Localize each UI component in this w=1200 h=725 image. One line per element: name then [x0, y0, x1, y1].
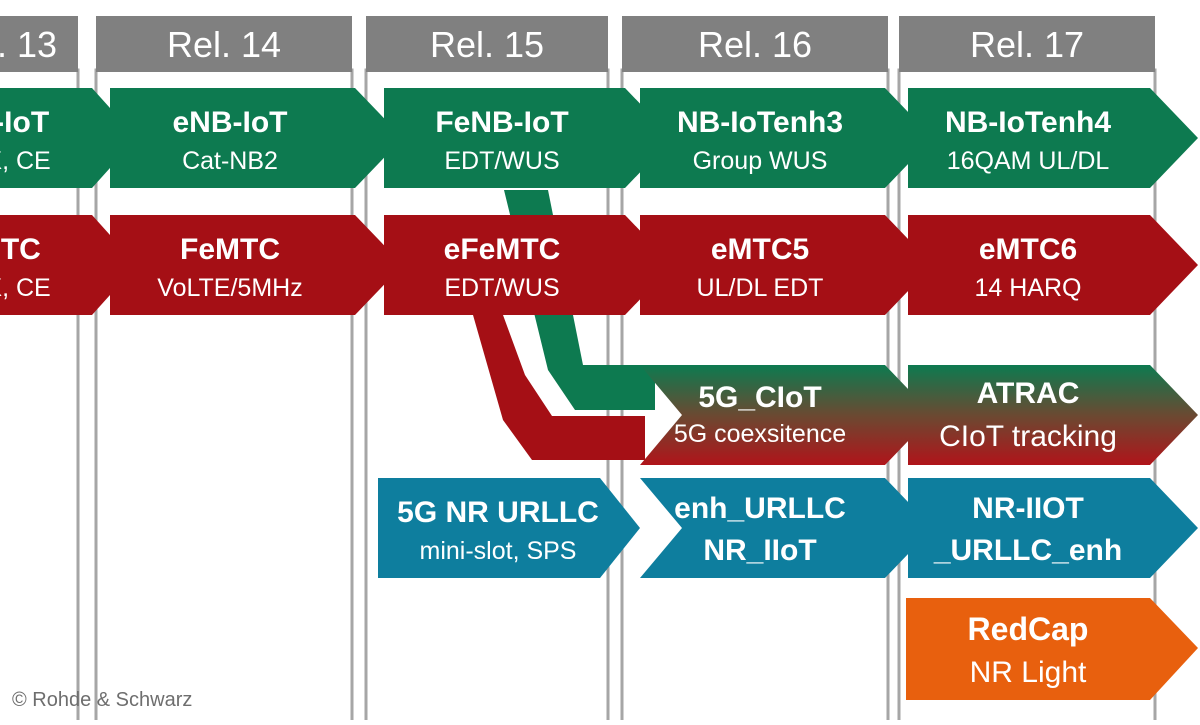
emtc-title-rel14: FeMTC	[180, 233, 280, 266]
release-label-17: Rel. 17	[970, 24, 1084, 65]
urllc-subtitle-rel15: mini-slot, SPS	[420, 537, 577, 565]
nbiot-title-rel15: FeNB-IoT	[435, 106, 568, 139]
nbiot-title-rel17: NB-IoTenh4	[945, 106, 1111, 139]
copyright-text: © Rohde & Schwarz	[12, 689, 192, 711]
release-label-14: Rel. 14	[167, 24, 281, 65]
release-label-16: Rel. 16	[698, 24, 812, 65]
nbiot-arrow-rel15	[384, 88, 673, 188]
emtc-subtitle-rel13: DRX, CE	[0, 274, 51, 302]
emtc-title-rel17: eMTC6	[979, 233, 1077, 266]
release-label-13: Rel. 13	[0, 24, 57, 65]
ciot-subtitle-rel17: CIoT tracking	[939, 420, 1117, 453]
emtc-subtitle-rel16: UL/DL EDT	[697, 274, 824, 302]
urllc-row: 5G NR URLLC mini-slot, SPS enh_URLLC NR_…	[378, 478, 1198, 578]
urllc-arrow-rel15	[378, 478, 640, 578]
emtc-arrow-rel16	[640, 215, 933, 315]
urllc-title-rel16: enh_URLLC	[674, 492, 846, 525]
emtc-arrow-rel13	[0, 215, 137, 315]
ciot-title-rel17: ATRAC	[977, 377, 1080, 410]
emtc-arrow-rel15	[384, 215, 673, 315]
redcap-subtitle: NR Light	[970, 656, 1087, 689]
urllc-subtitle-rel16: NR_IIoT	[703, 534, 816, 567]
nbiot-row: NB-IoT DRX, CE eNB-IoT Cat-NB2 FeNB-IoT …	[0, 88, 1198, 188]
redcap-row: RedCap NR Light	[906, 598, 1198, 700]
ciot-subtitle-rel16: 5G coexsitence	[674, 420, 846, 448]
redcap-arrow-rel17	[906, 598, 1198, 700]
redcap-title: RedCap	[968, 611, 1089, 647]
emtc-subtitle-rel17: 14 HARQ	[975, 274, 1082, 302]
nbiot-subtitle-rel15: EDT/WUS	[444, 147, 559, 175]
nbiot-arrow-rel14	[110, 88, 403, 188]
emtc-title-rel13: eMTC	[0, 233, 41, 266]
ciot-arrow-rel17	[908, 365, 1198, 465]
nbiot-subtitle-rel13: DRX, CE	[0, 147, 51, 175]
emtc-arrow-rel17	[908, 215, 1198, 315]
emtc-to-ciot-connector	[473, 315, 645, 460]
emtc-title-rel16: eMTC5	[711, 233, 809, 266]
nbiot-title-rel16: NB-IoTenh3	[677, 106, 843, 139]
ciot-arrow-rel16	[640, 365, 933, 465]
nbiot-subtitle-rel17: 16QAM UL/DL	[947, 147, 1110, 175]
urllc-arrow-rel16	[640, 478, 933, 578]
nbiot-arrow-rel16	[640, 88, 933, 188]
urllc-title-rel17: NR-IIOT	[972, 492, 1084, 525]
ciot-title-rel16: 5G_CIoT	[698, 381, 821, 414]
nbiot-title-rel14: eNB-IoT	[173, 106, 288, 139]
nbiot-title-rel13: NB-IoT	[0, 106, 49, 139]
urllc-title-rel15: 5G NR URLLC	[397, 496, 599, 529]
nbiot-subtitle-rel16: Group WUS	[693, 147, 828, 175]
emtc-subtitle-rel14: VoLTE/5MHz	[157, 274, 302, 302]
emtc-row: eMTC DRX, CE FeMTC VoLTE/5MHz eFeMTC EDT…	[0, 215, 1198, 315]
urllc-arrow-rel17	[908, 478, 1198, 578]
emtc-title-rel15: eFeMTC	[444, 233, 561, 266]
emtc-subtitle-rel15: EDT/WUS	[444, 274, 559, 302]
urllc-subtitle-rel17: _URLLC_enh	[933, 534, 1122, 567]
nbiot-arrow-rel17	[908, 88, 1198, 188]
emtc-arrow-rel14	[110, 215, 403, 315]
nbiot-arrow-rel13	[0, 88, 137, 188]
release-label-15: Rel. 15	[430, 24, 544, 65]
ciot-row: 5G_CIoT 5G coexsitence ATRAC CIoT tracki…	[640, 365, 1198, 465]
nbiot-subtitle-rel14: Cat-NB2	[182, 147, 278, 175]
